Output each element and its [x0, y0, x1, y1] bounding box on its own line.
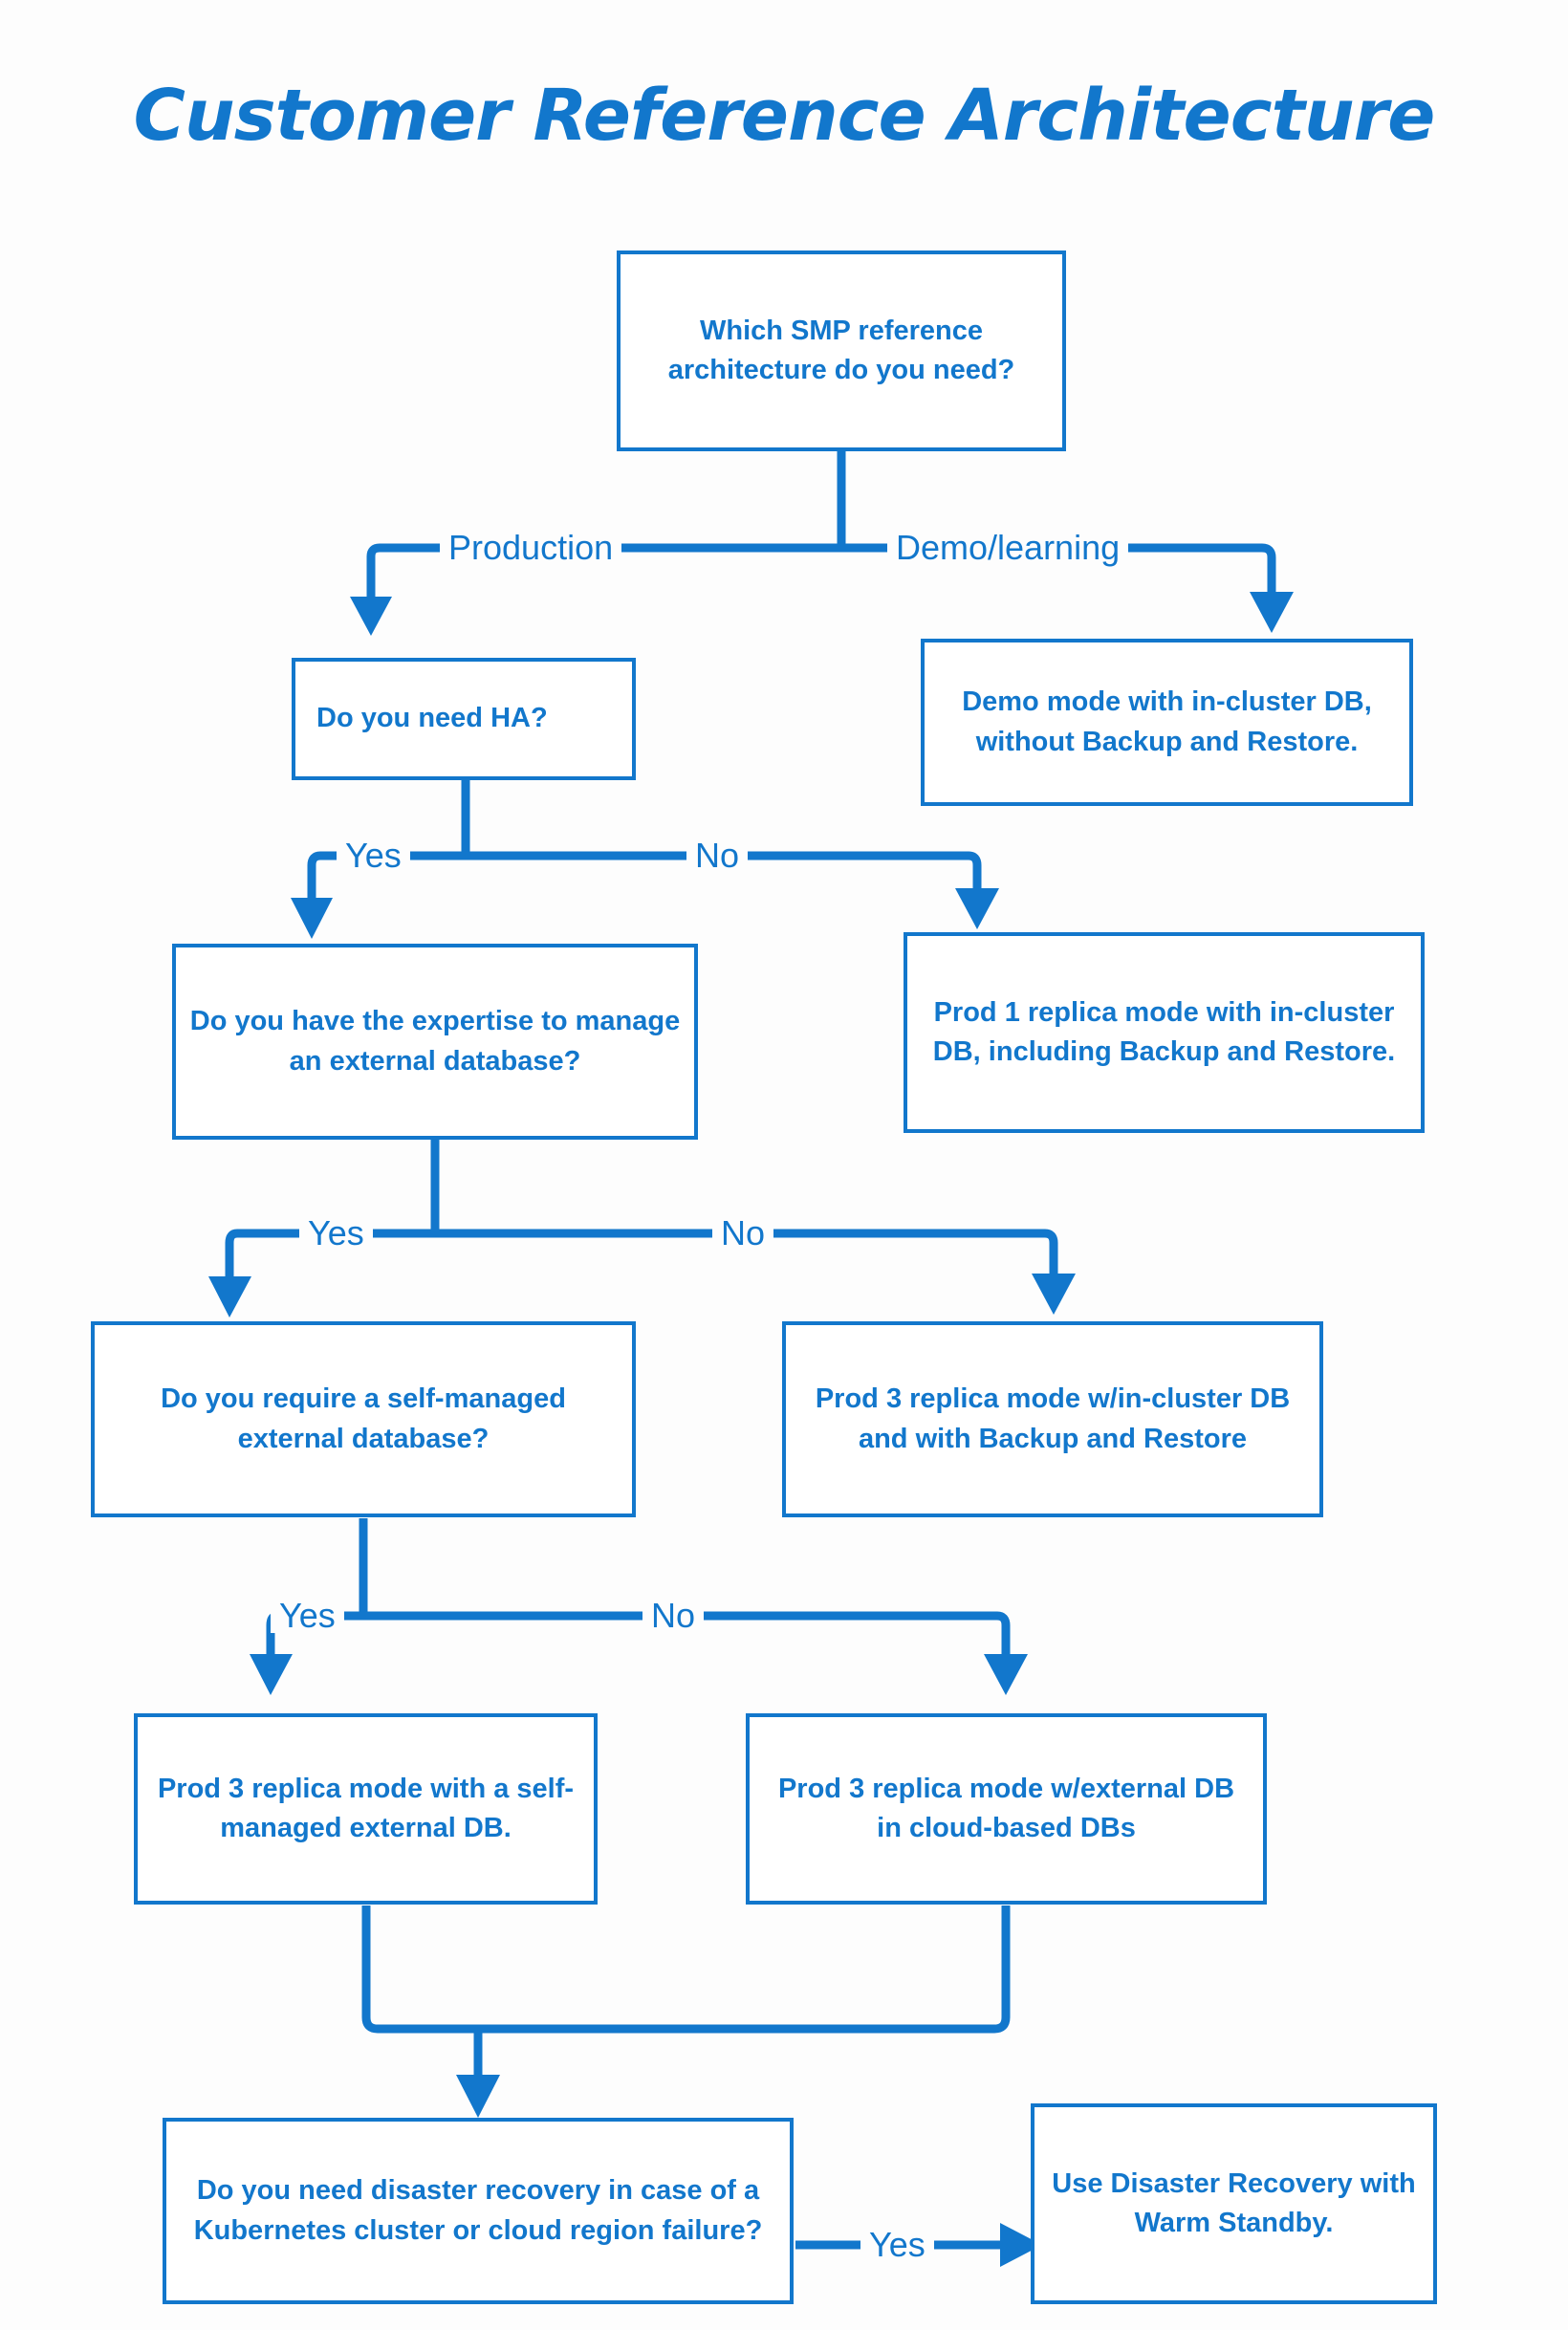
node-r6-use-disaster-recovery[interactable]: Use Disaster Recovery with Warm Standby.	[1031, 2103, 1437, 2304]
arrowhead-ha-yes	[291, 898, 333, 939]
edge-label-selfmanaged-no: No	[642, 1599, 705, 1633]
arrowhead-ha-no	[955, 888, 999, 929]
node-q1-smp-reference-architecture[interactable]: Which SMP reference architecture do you …	[617, 250, 1066, 451]
node-r2-prod1-replica[interactable]: Prod 1 replica mode with in-cluster DB, …	[904, 932, 1425, 1133]
arrowhead-self-no	[984, 1654, 1028, 1695]
arrowhead-demo	[1250, 592, 1294, 633]
arrowhead-exp-no	[1032, 1274, 1076, 1315]
node-r1-demo-mode[interactable]: Demo mode with in-cluster DB, without Ba…	[921, 639, 1413, 806]
edge-label-production: Production	[440, 531, 622, 565]
arrowhead-exp-yes	[208, 1276, 251, 1317]
arrowhead-self-yes	[250, 1654, 293, 1695]
edge-r4-down	[361, 1905, 478, 2034]
node-q4-self-managed-external-db[interactable]: Do you require a self-managed external d…	[91, 1321, 636, 1517]
edge-label-dr-yes: Yes	[860, 2228, 934, 2262]
page-title: Customer Reference Architecture	[133, 75, 1436, 157]
arrowhead-production	[350, 597, 392, 636]
node-r4-prod3-self-managed-external-db[interactable]: Prod 3 replica mode with a self-managed …	[134, 1713, 598, 1905]
edge-label-selfmanaged-yes: Yes	[271, 1599, 344, 1633]
edge-label-demo-learning: Demo/learning	[887, 531, 1129, 565]
node-r3-prod3-in-cluster[interactable]: Prod 3 replica mode w/in-cluster DB and …	[782, 1321, 1323, 1517]
edge-label-expertise-yes: Yes	[299, 1216, 373, 1251]
edge-label-ha-no: No	[686, 838, 749, 873]
node-q3-expertise-external-db[interactable]: Do you have the expertise to manage an e…	[172, 944, 698, 1140]
edge-label-ha-yes: Yes	[337, 838, 410, 873]
node-q2-need-ha[interactable]: Do you need HA?	[292, 658, 636, 780]
edge-r5-down	[478, 1905, 1011, 2034]
edge-label-expertise-no: No	[712, 1216, 774, 1251]
arrowhead-merge	[456, 2075, 500, 2118]
node-r5-prod3-cloud-based-db[interactable]: Prod 3 replica mode w/external DB in clo…	[746, 1713, 1267, 1905]
node-q5-disaster-recovery[interactable]: Do you need disaster recovery in case of…	[163, 2118, 794, 2304]
